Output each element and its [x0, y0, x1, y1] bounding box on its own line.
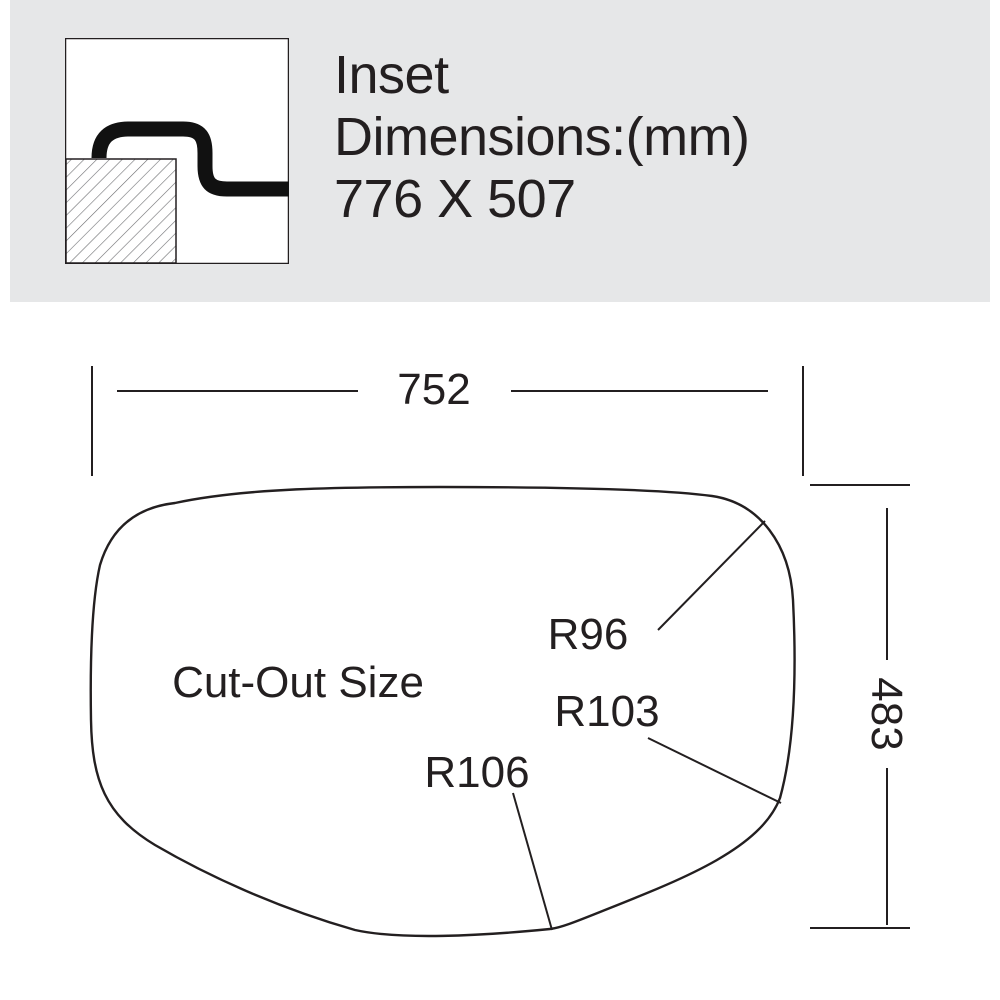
dimensions-label: Dimensions:(mm) — [334, 107, 750, 167]
radius-label-r106: R106 — [424, 748, 529, 797]
radius-leader-r96 — [657, 520, 766, 631]
width-label: 752 — [397, 365, 470, 414]
radius-leader-r106 — [512, 792, 553, 931]
countertop-hatch — [65, 158, 177, 264]
cutout-size-label: Cut-Out Size — [172, 658, 424, 707]
mount-style-label: Inset — [334, 45, 449, 105]
inset-mount-profile-icon — [65, 38, 289, 264]
radius-label-r103: R103 — [554, 687, 659, 736]
radius-leader-r103 — [647, 737, 782, 804]
cutout-outline — [89, 485, 796, 938]
sink-rim-profile — [91, 121, 289, 197]
dimensions-value: 776 X 507 — [334, 169, 576, 229]
radius-label-r96: R96 — [548, 610, 629, 659]
height-label: 483 — [862, 677, 911, 750]
header-text: Inset Dimensions:(mm) 776 X 507 — [334, 44, 750, 230]
